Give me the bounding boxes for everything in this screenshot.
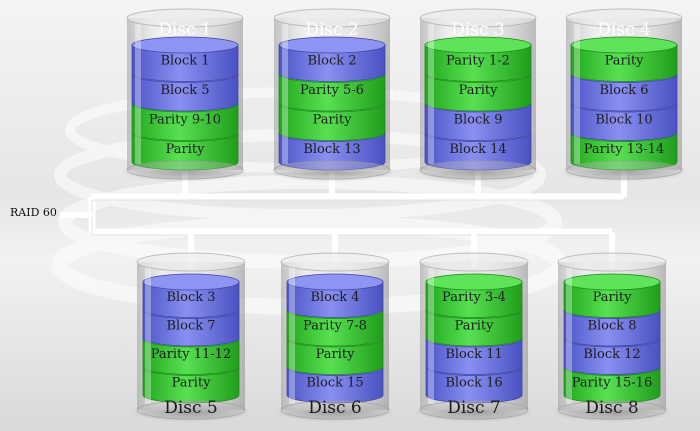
disc-glass-bottom <box>419 400 529 420</box>
block-label: Parity 11-12 <box>151 347 231 362</box>
block-label: Block 14 <box>449 142 506 157</box>
disc-4-parity-segment: Parity <box>570 36 678 82</box>
block-label: Parity <box>166 142 206 157</box>
disc-5: Parity Parity 11-12 Block 7 Block 3 Disc 5 <box>131 252 251 422</box>
disc-glass-top <box>126 8 244 28</box>
block-label: Block 15 <box>306 375 363 390</box>
block-label: Parity 9-10 <box>149 112 221 127</box>
disc-title: Disc 7 <box>447 398 501 418</box>
disc-2-block-segment: Block 2 <box>278 36 386 82</box>
disc-glass-highlight <box>428 24 434 164</box>
disc-title: Disc 4 <box>597 20 651 40</box>
disc-1: Parity Parity 9-10 Block 5 Block 1 Disc 1 <box>121 8 249 182</box>
block-label: Parity 13-14 <box>584 142 664 157</box>
block-label: Parity <box>593 290 633 305</box>
block-label: Block 3 <box>166 290 215 305</box>
block-label: Parity <box>459 83 499 98</box>
block-label: Block 10 <box>595 112 652 127</box>
block-label: Parity 1-2 <box>446 53 510 68</box>
raid-level-label: RAID 60 <box>10 206 57 219</box>
disc-glass-bottom <box>565 160 683 180</box>
block-label: Block 11 <box>445 347 502 362</box>
block-label: Block 4 <box>310 290 359 305</box>
disc-6: Block 15 Parity Parity 7-8 Block 4 Disc 6 <box>275 252 395 422</box>
disc-2: Block 13 Parity Parity 5-6 Block 2 Disc 2 <box>268 8 396 182</box>
block-label: Block 16 <box>445 375 502 390</box>
disc-title: Disc 3 <box>451 20 505 40</box>
disc-1-block-segment: Block 1 <box>131 36 239 82</box>
block-label: Block 2 <box>307 53 356 68</box>
disc-glass-highlight <box>566 268 572 404</box>
block-label: Block 9 <box>453 112 502 127</box>
disc-title: Disc 1 <box>158 20 212 40</box>
disc-title: Disc 2 <box>305 20 359 40</box>
block-label: Parity <box>316 347 356 362</box>
disc-glass-highlight <box>289 268 295 404</box>
block-label: Block 12 <box>583 347 640 362</box>
disc-5-block-segment: Block 3 <box>142 273 240 318</box>
disc-4: Parity 13-14 Block 10 Block 6 Parity Disc 4 <box>560 8 688 182</box>
disc-3: Block 14 Block 9 Parity Parity 1-2 Disc 3 <box>414 8 542 182</box>
disc-glass-highlight <box>282 24 288 164</box>
disc-glass-bottom <box>136 400 246 420</box>
block-label: Parity 15-16 <box>572 375 652 390</box>
block-label: Block 1 <box>160 53 209 68</box>
disc-6-block-segment: Block 4 <box>286 273 384 318</box>
disc-glass-top <box>419 252 529 272</box>
block-label: Block 6 <box>599 83 648 98</box>
block-label: Parity <box>172 375 212 390</box>
disc-glass-highlight <box>428 268 434 404</box>
block-label: Parity 7-8 <box>303 318 367 333</box>
block-label: Parity 3-4 <box>442 290 506 305</box>
block-label: Parity 5-6 <box>300 83 364 98</box>
disc-glass-bottom <box>280 400 390 420</box>
disc-title: Disc 6 <box>308 398 362 418</box>
block-label: Block 13 <box>303 142 360 157</box>
disc-glass-bottom <box>126 160 244 180</box>
disc-glass-bottom <box>419 160 537 180</box>
block-label: Block 8 <box>587 318 636 333</box>
disc-glass-top <box>273 8 391 28</box>
disc-title: Disc 8 <box>585 398 639 418</box>
disc-glass-top <box>565 8 683 28</box>
disc-7-parity-segment: Parity 3-4 <box>425 273 523 318</box>
disc-3-parity-segment: Parity 1-2 <box>424 36 532 82</box>
disc-glass-bottom <box>273 160 391 180</box>
block-label: Parity <box>313 112 353 127</box>
disc-title: Disc 5 <box>164 398 218 418</box>
disc-glass-highlight <box>135 24 141 164</box>
disc-glass-top <box>419 8 537 28</box>
disc-glass-top <box>280 252 390 272</box>
disc-glass-highlight <box>145 268 151 404</box>
block-label: Parity <box>455 318 495 333</box>
disc-glass-top <box>136 252 246 272</box>
disc-8-parity-segment: Parity <box>563 273 661 318</box>
block-label: Parity <box>605 53 645 68</box>
block-label: Block 5 <box>160 83 209 98</box>
disc-glass-bottom <box>557 400 667 420</box>
disc-glass-highlight <box>574 24 580 164</box>
disc-glass-top <box>557 252 667 272</box>
block-label: Block 7 <box>166 318 215 333</box>
